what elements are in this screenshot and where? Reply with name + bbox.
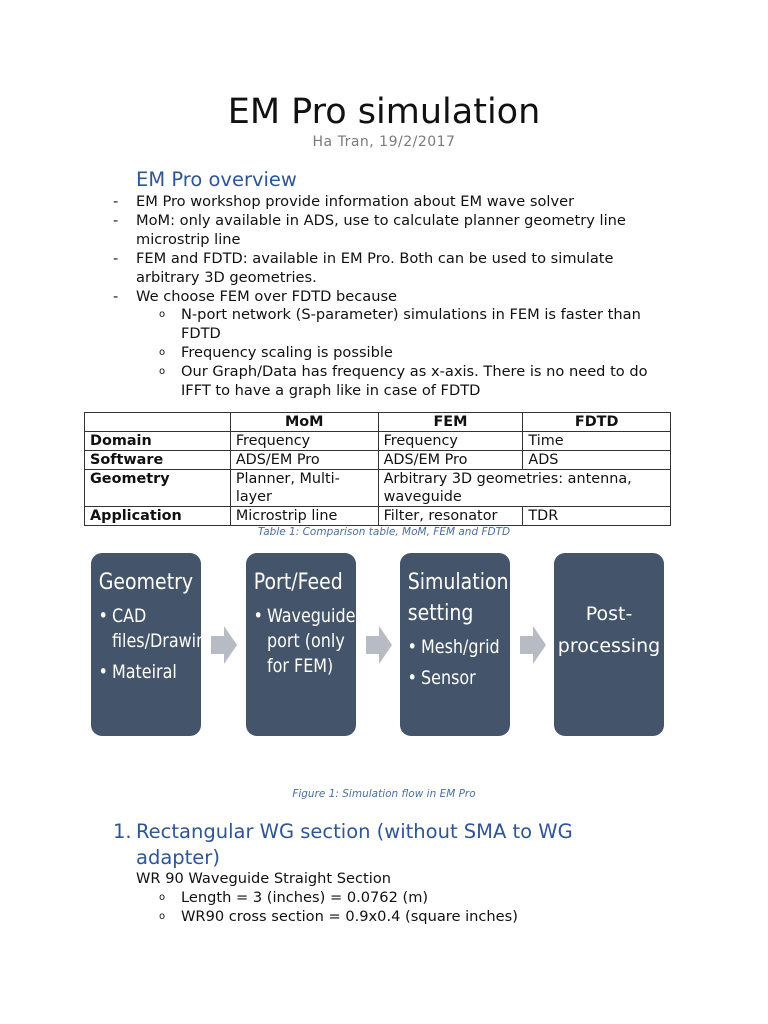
circle-bullet-icon: o	[159, 892, 166, 903]
list-item: -EM Pro workshop provide information abo…	[113, 193, 575, 210]
arrow-right-icon	[366, 626, 392, 664]
comparison-table: MoM FEM FDTD Domain Frequency Frequency …	[84, 412, 672, 526]
table-row: Application Microstrip line Filter, reso…	[84, 506, 671, 526]
bullet-icon: •	[98, 661, 108, 683]
circle-bullet-icon: o	[159, 911, 166, 922]
table-cell: Filter, resonator	[377, 506, 524, 526]
table-header-cell: FEM	[377, 412, 524, 432]
section-heading: 1. Rectangular WG section (without SMA t…	[113, 819, 633, 871]
flow-step-port-feed: Port/Feed •Waveguide port (only for FEM)	[246, 553, 356, 736]
flow-step-bullet: •Waveguide port (only for FEM)	[253, 605, 356, 677]
table-cell: Frequency	[229, 431, 379, 451]
overview-heading: EM Pro overview	[136, 168, 297, 191]
flow-step-heading: Post-processing	[557, 603, 661, 657]
flow-step-post-processing: Post-processing	[554, 553, 664, 736]
dash-marker: -	[113, 193, 119, 210]
dash-marker: -	[113, 211, 119, 229]
table-cell: Planner, Multi-layer	[229, 469, 379, 507]
table-cell: TDR	[522, 506, 671, 526]
table-cell: ADS	[522, 450, 671, 470]
table-header-cell: FDTD	[522, 412, 671, 432]
flow-step-heading: Geometry	[98, 570, 194, 595]
table-header-cell	[84, 412, 231, 432]
table-header-row: MoM FEM FDTD	[84, 412, 671, 432]
flow-step-simulation-setting: Simulation setting •Mesh/grid •Sensor	[400, 553, 510, 736]
table-row: Geometry Planner, Multi-layer Arbitrary …	[84, 469, 672, 507]
row-label: Domain	[84, 431, 231, 451]
flow-step-bullet: •Sensor	[407, 667, 476, 689]
table-header-cell: MoM	[229, 412, 379, 432]
flow-step-geometry: Geometry •CAD files/Drawing •Mateiral	[91, 553, 201, 736]
overview-list: -EM Pro workshop provide information abo…	[0, 193, 768, 401]
row-label: Geometry	[84, 469, 231, 507]
bullet-icon: •	[98, 605, 108, 627]
document-title: EM Pro simulation	[227, 92, 541, 132]
bullet-icon: •	[253, 605, 263, 627]
figure-caption: Figure 1: Simulation flow in EM Pro	[292, 788, 476, 800]
list-item: -MoM: only available in ADS, use to calc…	[113, 211, 626, 248]
table-row: Software ADS/EM Pro ADS/EM Pro ADS	[84, 450, 671, 470]
table-cell: Microstrip line	[229, 506, 379, 526]
section-number: 1.	[113, 820, 132, 843]
circle-bullet-icon: o	[159, 347, 166, 359]
list-item: -FEM and FDTD: available in EM Pro. Both…	[113, 249, 614, 286]
circle-bullet-icon: o	[159, 366, 166, 378]
flow-step-bullet: •Mesh/grid	[407, 636, 500, 658]
flow-step-bullet: •Mateiral	[98, 661, 177, 683]
dash-marker: -	[113, 249, 119, 267]
row-label: Software	[84, 450, 231, 470]
bullet-icon: •	[407, 667, 417, 689]
table-cell: Time	[522, 431, 671, 451]
table-cell: ADS/EM Pro	[377, 450, 524, 470]
table-cell: Arbitrary 3D geometries: antenna, wavegu…	[377, 469, 672, 507]
table-row: Domain Frequency Frequency Time	[84, 431, 671, 451]
author-date: Ha Tran, 19/2/2017	[312, 134, 456, 150]
table-cell: ADS/EM Pro	[229, 450, 379, 470]
section-paragraph: WR 90 Waveguide Straight Section	[136, 870, 391, 887]
section-title: Rectangular WG section (without SMA to W…	[136, 820, 573, 869]
flow-step-bullet: •CAD files/Drawing	[98, 605, 201, 652]
table-caption: Table 1: Comparison table, MoM, FEM and …	[257, 526, 511, 538]
list-item: -We choose FEM over FDTD because	[113, 287, 398, 305]
arrow-right-icon	[520, 626, 546, 664]
arrow-right-icon	[211, 626, 237, 664]
flow-step-heading: Simulation setting	[407, 570, 509, 626]
simulation-flow-diagram: Geometry •CAD files/Drawing •Mateiral Po…	[0, 553, 768, 738]
table-cell: Frequency	[377, 431, 524, 451]
bullet-icon: •	[407, 636, 417, 658]
circle-bullet-icon: o	[159, 309, 166, 321]
flow-step-heading: Port/Feed	[253, 570, 343, 595]
row-label: Application	[84, 506, 231, 526]
dash-marker: -	[113, 287, 119, 305]
